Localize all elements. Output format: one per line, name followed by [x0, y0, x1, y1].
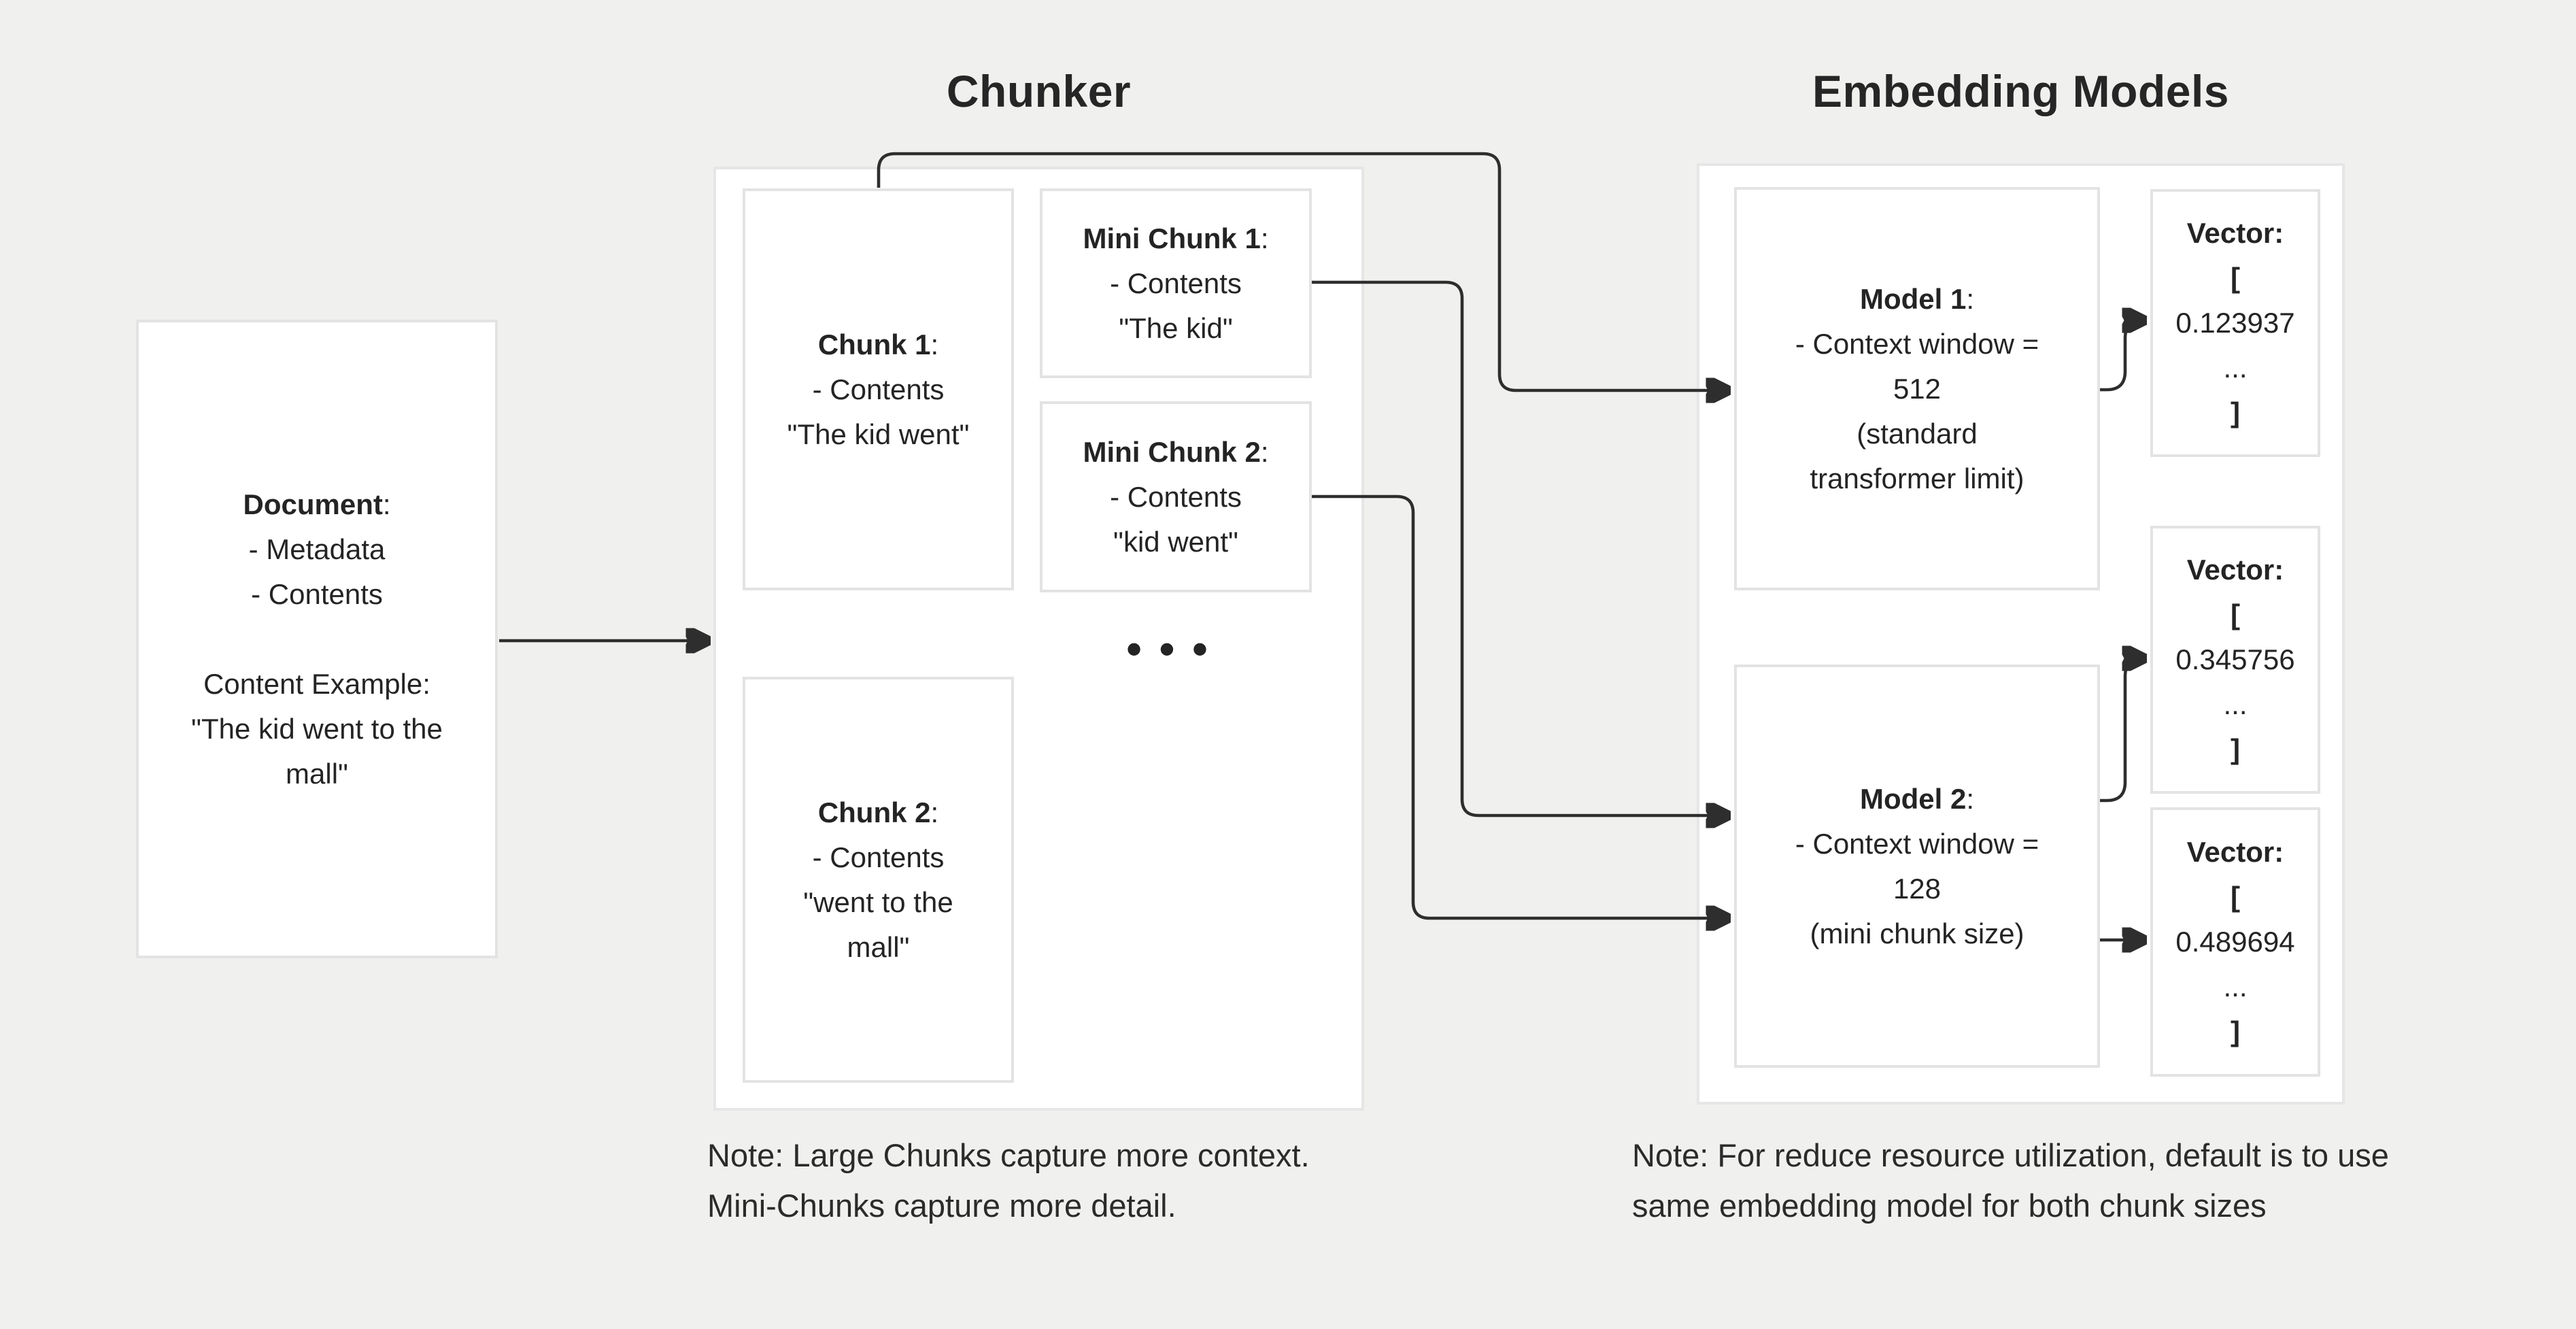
- vector3-box-line: [: [2231, 881, 2240, 913]
- document-box-line: - Metadata: [248, 533, 386, 565]
- vector3-box-line: ...: [2223, 971, 2248, 1003]
- document-box-title: Document:: [139, 482, 495, 527]
- mini-chunk2-box-line: "kid went": [1113, 525, 1238, 558]
- embedding-models-container: Model 1: - Context window = 512 (standar…: [1697, 163, 2345, 1105]
- mini-chunk1-box: Mini Chunk 1: - Contents "The kid": [1040, 188, 1312, 378]
- model2-box: Model 2: - Context window = 128 (mini ch…: [1734, 664, 2100, 1068]
- chunk2-box-title-bold: Chunk 2: [817, 796, 931, 828]
- chunker-note: Note: Large Chunks capture more context.…: [707, 1130, 1310, 1231]
- mini-chunk2-box-title: Mini Chunk 2:: [1043, 430, 1309, 475]
- document-box-line-blank: [139, 617, 495, 662]
- embedding-models-section-title: Embedding Models: [1812, 66, 2230, 116]
- chunker-section-title: Chunker: [946, 66, 1132, 116]
- vector1-box-line: [: [2231, 262, 2240, 294]
- embedding-note-line: Note: For reduce resource utilization, d…: [1632, 1137, 2389, 1173]
- vector1-box-title: Vector:: [2186, 217, 2284, 249]
- vector2-box: Vector: [ 0.345756 ... ]: [2150, 526, 2320, 794]
- model1-box: Model 1: - Context window = 512 (standar…: [1734, 187, 2100, 590]
- ellipsis-dots: •••: [1126, 624, 1225, 673]
- model2-box-line: (mini chunk size): [1810, 917, 2024, 949]
- chunker-note-line: Note: Large Chunks capture more context.: [707, 1137, 1310, 1173]
- mini-chunk2-box-title-bold: Mini Chunk 2: [1083, 435, 1261, 468]
- model1-box-title: Model 1:: [1737, 277, 2097, 322]
- model2-box-line: - Context window =: [1795, 827, 2039, 860]
- vector1-box-line: ...: [2223, 352, 2248, 384]
- model1-box-line: transformer limit): [1810, 462, 2024, 494]
- mini-chunk1-box-title-bold: Mini Chunk 1: [1083, 222, 1261, 254]
- model1-box-line: (standard: [1857, 417, 1978, 450]
- model1-box-title-bold: Model 1: [1859, 282, 1967, 315]
- chunk2-box-line: mall": [847, 930, 910, 963]
- mini-chunk1-box-line: - Contents: [1110, 267, 1242, 299]
- chunk1-box: Chunk 1: - Contents "The kid went": [743, 188, 1014, 590]
- arrow-minichunk2-to-model2: [1312, 494, 1725, 918]
- model2-box-title-colon: :: [1966, 782, 1975, 815]
- chunk1-box-title: Chunk 1:: [745, 322, 1011, 367]
- vector3-box-line: ]: [2231, 1015, 2240, 1047]
- embedding-note: Note: For reduce resource utilization, d…: [1632, 1130, 2389, 1231]
- chunk2-box-title-colon: :: [930, 796, 939, 828]
- mini-chunk1-box-line: "The kid": [1119, 312, 1233, 344]
- chunk2-box-line: "went to the: [803, 886, 953, 918]
- document-box-line: mall": [286, 757, 348, 790]
- vector3-box-value: 0.489694: [2175, 926, 2295, 958]
- chunk1-box-title-colon: :: [930, 328, 939, 360]
- chunker-note-line: Mini-Chunks capture more detail.: [707, 1188, 1176, 1224]
- document-box-line: "The kid went to the: [191, 712, 443, 745]
- mini-chunk2-box-line: - Contents: [1110, 480, 1242, 513]
- vector2-box-line: ...: [2223, 688, 2248, 720]
- vector3-box: Vector: [ 0.489694 ... ]: [2150, 807, 2320, 1077]
- arrow-minichunk1-to-model2: [1312, 280, 1725, 815]
- chunk2-box: Chunk 2: - Contents "went to the mall": [743, 677, 1014, 1083]
- vector2-box-line: [: [2231, 599, 2240, 630]
- chunk1-box-line: - Contents: [812, 373, 945, 405]
- vector2-box-line: ]: [2231, 733, 2240, 765]
- vector1-box-line: ]: [2231, 397, 2240, 428]
- model1-box-line: - Context window =: [1795, 327, 2039, 360]
- model1-box-title-colon: :: [1966, 282, 1975, 315]
- document-box-line: - Contents: [251, 577, 383, 610]
- chunker-container: Chunk 1: - Contents "The kid went" Mini …: [713, 167, 1364, 1111]
- model1-box-line: 512: [1893, 372, 1942, 405]
- chunk2-box-title: Chunk 2:: [745, 790, 1011, 835]
- chunk1-box-title-bold: Chunk 1: [817, 328, 931, 360]
- chunk2-box-line: - Contents: [812, 841, 945, 873]
- mini-chunk2-box-title-colon: :: [1260, 435, 1269, 468]
- document-box-title-bold: Document: [243, 488, 383, 520]
- mini-chunk1-box-title: Mini Chunk 1:: [1043, 216, 1309, 261]
- vector3-box-title: Vector:: [2186, 836, 2284, 868]
- document-box-line: Content Example:: [203, 667, 430, 700]
- chunk1-box-line: "The kid went": [787, 418, 970, 450]
- model2-box-title: Model 2:: [1737, 777, 2097, 822]
- embedding-note-line: same embedding model for both chunk size…: [1632, 1188, 2267, 1224]
- vector1-box: Vector: [ 0.123937 ... ]: [2150, 189, 2320, 457]
- document-box: Document: - Metadata - Contents Content …: [136, 320, 498, 958]
- model2-box-title-bold: Model 2: [1859, 782, 1967, 815]
- vector2-box-value: 0.345756: [2175, 643, 2295, 675]
- document-box-title-colon: :: [382, 488, 391, 520]
- mini-chunk1-box-title-colon: :: [1260, 222, 1269, 254]
- model2-box-line: 128: [1893, 872, 1942, 905]
- mini-chunk2-box: Mini Chunk 2: - Contents "kid went": [1040, 401, 1312, 592]
- vector1-box-value: 0.123937: [2175, 307, 2295, 339]
- vector2-box-title: Vector:: [2186, 554, 2284, 586]
